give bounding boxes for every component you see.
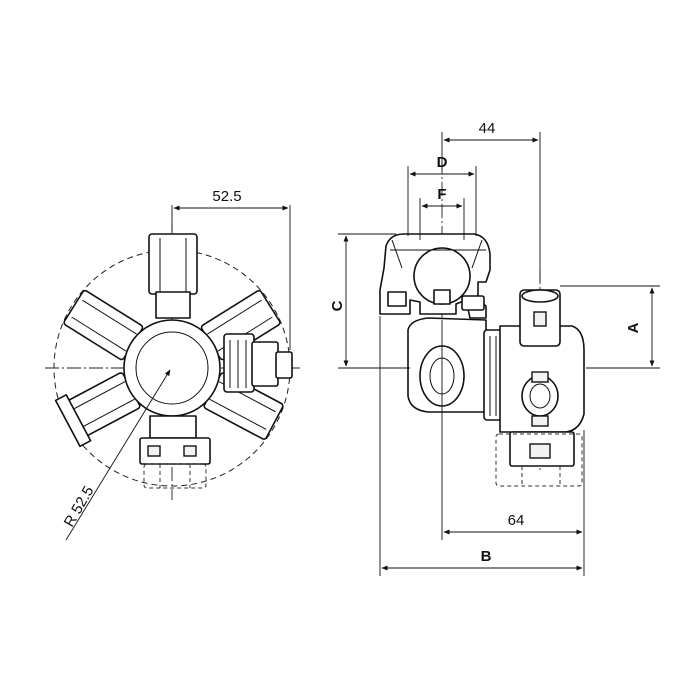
dimension-c: C: [329, 233, 410, 369]
nozzle-top: [148, 233, 198, 319]
nozzle-bottom: [139, 415, 211, 489]
dimension-d: D: [407, 154, 477, 236]
dimension-64: 64: [441, 320, 585, 576]
nozzle-lower-left: [54, 372, 141, 448]
radius-label: R 52.5: [61, 483, 98, 530]
dimension-52-5: 52.5: [171, 188, 291, 350]
central-hub: [123, 319, 221, 417]
dim-a-label: A: [625, 322, 642, 333]
side-bottom-nozzle: [495, 431, 583, 487]
dim-c-label: C: [329, 300, 346, 311]
dim-d-label: D: [437, 154, 448, 171]
dim-f-label: F: [437, 186, 446, 203]
pipe-clamp: [379, 233, 491, 319]
side-view: 44 D F C A: [329, 120, 660, 576]
dimension-b: B: [379, 316, 583, 576]
side-connector: [223, 333, 293, 393]
valve-body: [483, 289, 585, 433]
dim-b-label: B: [481, 548, 492, 565]
dim-44-label: 44: [479, 120, 496, 137]
dimension-44: 44: [441, 120, 541, 282]
dimension-f: F: [419, 186, 465, 240]
hub-inner-ring: [135, 331, 209, 405]
front-view: 52.5 R 52.5: [45, 188, 300, 541]
dimension-a: A: [560, 285, 660, 369]
clamp-body: [407, 317, 487, 413]
dim-52-5-label: 52.5: [212, 188, 241, 205]
dim-64-label: 64: [508, 512, 525, 529]
